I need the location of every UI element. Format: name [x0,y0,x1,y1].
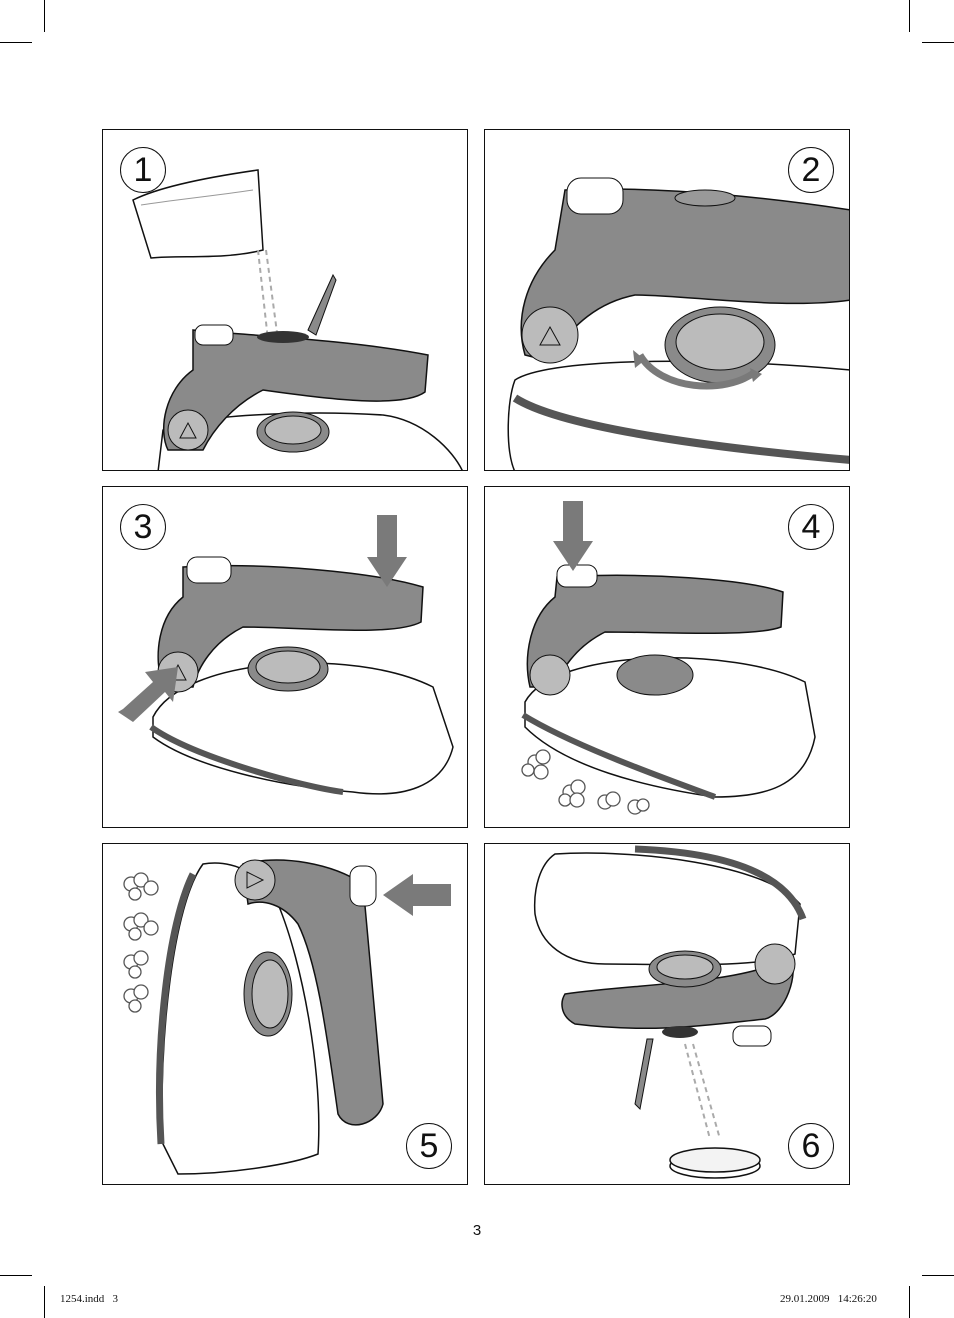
step-number: 3 [120,504,166,550]
step-number: 5 [406,1123,452,1169]
crop-mark [0,42,32,43]
footer-file: 1254.indd 3 [60,1293,118,1305]
step-panel-3: 3 [102,486,468,828]
crop-mark [922,42,954,43]
step-panel-5: 5 [102,843,468,1185]
step-panel-1: 1 [102,129,468,471]
step-number: 1 [120,147,166,193]
crop-mark [909,0,910,32]
step-number: 2 [788,147,834,193]
crop-mark [922,1275,954,1276]
crop-mark [44,1286,45,1318]
step-number: 6 [788,1123,834,1169]
step-panel-6: 6 [484,843,850,1185]
page-number: 3 [0,1222,954,1239]
crop-mark [909,1286,910,1318]
crop-mark [0,1275,32,1276]
step-number: 4 [788,504,834,550]
footer-timestamp: 29.01.2009 14:26:20 [780,1293,877,1305]
crop-mark [44,0,45,32]
step-panel-2: 2 [484,129,850,471]
step-panel-4: 4 [484,486,850,828]
